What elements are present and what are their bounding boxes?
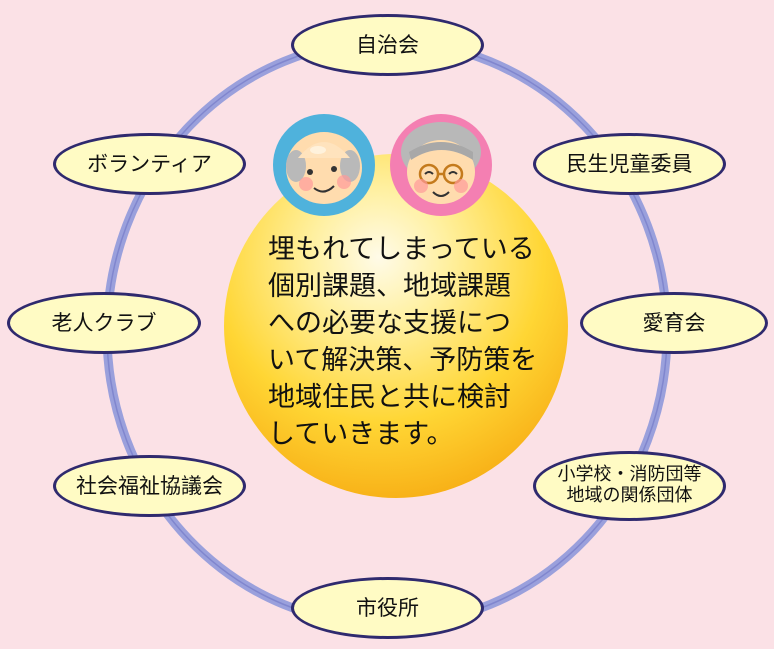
center-circle — [224, 154, 568, 498]
node-label: ボランティア — [87, 151, 212, 176]
node-label-line1: 小学校・消防団等 — [557, 464, 702, 486]
center-description: 埋もれてしまっている 個別課題、地域課題 への必要な支援につ いて解決策、予防策… — [268, 231, 538, 453]
node-label: 社会福祉協議会 — [76, 473, 223, 498]
center-text-line: していきます。 — [268, 419, 454, 450]
center-text-line: いて解決策、予防策を — [268, 345, 538, 376]
node-jichikai: 自治会 — [291, 14, 484, 76]
node-label: 自治会 — [356, 32, 419, 57]
center-text-line: 個別課題、地域課題 — [268, 271, 511, 302]
center-text-line: への必要な支援につ — [268, 308, 511, 339]
node-volunteer: ボランティア — [53, 133, 246, 195]
node-label: 愛育会 — [642, 310, 706, 335]
node-school-fire-brigade: 小学校・消防団等 地域の関係団体 — [533, 451, 726, 521]
node-aiikukai: 愛育会 — [580, 292, 768, 354]
node-label: 市役所 — [356, 595, 419, 620]
center-text-line: 地域住民と共に検討 — [268, 382, 511, 413]
elderly-man-icon — [273, 114, 375, 216]
elderly-woman-icon — [390, 114, 492, 216]
node-label-line2: 地域の関係団体 — [566, 485, 693, 506]
center-text-line: 埋もれてしまっている — [268, 234, 535, 265]
node-label: 老人クラブ — [51, 310, 157, 335]
node-roujin-club: 老人クラブ — [7, 292, 201, 354]
node-label: 民生児童委員 — [566, 151, 693, 176]
node-shakai-fukushi-kyogikai: 社会福祉協議会 — [53, 455, 246, 517]
node-shiyakusho: 市役所 — [291, 577, 484, 639]
node-minsei-jido-iin: 民生児童委員 — [533, 133, 726, 195]
